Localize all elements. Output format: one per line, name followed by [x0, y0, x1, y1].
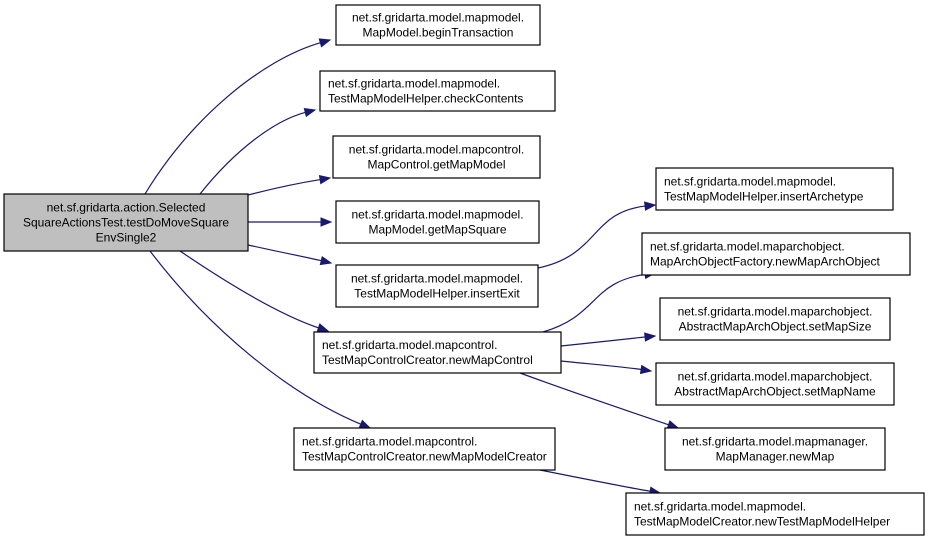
node-box[interactable] — [332, 135, 541, 179]
node-box[interactable] — [319, 70, 556, 112]
node-newTestMapModelHelper[interactable]: net.sf.gridarta.model.mapmodel.TestMapMo… — [625, 492, 925, 536]
node-label-line: net.sf.gridarta.model.mapmanager. — [682, 435, 868, 449]
node-label-line: MapManager.newMap — [716, 450, 835, 464]
edge-newMapModelCreator-to-newTestMapModelHelper — [539, 469, 662, 496]
arrow-head-icon — [320, 217, 333, 227]
node-newMapControl[interactable]: net.sf.gridarta.model.mapcontrol.TestMap… — [313, 331, 562, 374]
edge-newMapControl-to-setMapName — [560, 360, 653, 375]
edge-line — [560, 360, 643, 371]
edge-root-to-beginTransaction — [144, 38, 332, 195]
node-label-line: TestMapControlCreator.newMapModelCreator — [302, 450, 547, 464]
node-insertArchetype[interactable]: net.sf.gridarta.model.mapmodel.TestMapMo… — [655, 167, 894, 211]
edge-newMapControl-to-setMapSize — [560, 332, 657, 347]
edge-root-to-newMapControl — [179, 250, 330, 333]
node-box[interactable] — [659, 297, 891, 341]
node-label-line: TestMapModelHelper.insertExit — [354, 287, 520, 301]
node-label-line: net.sf.gridarta.model.mapmodel. — [328, 77, 500, 91]
node-box[interactable] — [293, 427, 556, 471]
arrow-head-icon — [318, 174, 332, 185]
node-label-line: MapControl.getMapModel — [367, 158, 505, 172]
node-label-line: TestMapModelHelper.insertArchetype — [664, 190, 864, 204]
node-label-line: EnvSingle2 — [96, 231, 157, 245]
edge-line — [179, 250, 320, 329]
arrow-head-icon — [318, 38, 332, 48]
node-box[interactable] — [655, 362, 895, 406]
node-label-line: AbstractMapArchObject.setMapName — [674, 385, 876, 399]
node-label-line: MapModel.beginTransaction — [363, 26, 514, 40]
edge-line — [537, 205, 647, 269]
edge-line — [149, 250, 362, 426]
edge-line — [199, 111, 307, 195]
arrow-head-icon — [644, 332, 657, 342]
edge-newMapControl-to-newMapArchObject — [542, 269, 657, 333]
node-label-line: net.sf.gridarta.model.maparchobject. — [678, 305, 873, 319]
node-newMap[interactable]: net.sf.gridarta.model.mapmanager.MapMana… — [664, 427, 886, 471]
node-getMapModel[interactable]: net.sf.gridarta.model.mapcontrol.MapCont… — [332, 135, 541, 179]
node-newMapArchObject[interactable]: net.sf.gridarta.model.maparchobject.MapA… — [641, 232, 911, 276]
arrow-head-icon — [644, 201, 657, 211]
node-label-line: net.sf.gridarta.model.mapcontrol. — [302, 435, 477, 449]
node-box[interactable] — [335, 200, 540, 244]
node-setMapName[interactable]: net.sf.gridarta.model.maparchobject.Abst… — [655, 362, 895, 406]
node-label-line: net.sf.gridarta.model.mapmodel. — [664, 175, 836, 189]
node-box[interactable] — [664, 427, 886, 471]
node-label-line: SquareActionsTest.testDoMoveSquare — [23, 216, 229, 230]
edge-line — [542, 273, 647, 333]
node-box[interactable] — [335, 4, 541, 46]
node-insertExit[interactable]: net.sf.gridarta.model.mapmodel.TestMapMo… — [335, 264, 539, 308]
node-checkContents[interactable]: net.sf.gridarta.model.mapmodel.TestMapMo… — [319, 70, 556, 112]
edge-line — [519, 372, 670, 426]
edge-root-to-checkContents — [199, 107, 317, 195]
arrow-head-icon — [639, 364, 653, 375]
nodes-layer: net.sf.gridarta.action.SelectedSquareAct… — [3, 4, 925, 536]
node-label-line: net.sf.gridarta.action.Selected — [47, 201, 206, 215]
node-label-line: net.sf.gridarta.model.mapmodel. — [351, 272, 523, 286]
edge-root-to-getMapSquare — [248, 217, 333, 227]
node-label-line: TestMapControlCreator.newMapControl — [322, 353, 533, 367]
node-newMapModelCreator[interactable]: net.sf.gridarta.model.mapcontrol.TestMap… — [293, 427, 556, 471]
edge-insertExit-to-insertArchetype — [537, 201, 657, 269]
node-getMapSquare[interactable]: net.sf.gridarta.model.mapmodel.MapModel.… — [335, 200, 540, 244]
node-label-line: MapArchObjectFactory.newMapArchObject — [650, 255, 881, 269]
node-box[interactable] — [655, 167, 894, 211]
arrow-head-icon — [303, 107, 317, 118]
node-setMapSize[interactable]: net.sf.gridarta.model.maparchobject.Abst… — [659, 297, 891, 341]
node-box[interactable] — [335, 264, 539, 308]
node-box[interactable] — [313, 331, 562, 374]
node-label-line: AbstractMapArchObject.setMapSize — [679, 320, 872, 334]
node-box[interactable] — [625, 492, 925, 536]
node-label-line: net.sf.gridarta.model.mapmodel. — [352, 11, 524, 25]
arrow-head-icon — [316, 323, 330, 333]
edge-root-to-newMapModelCreator — [149, 250, 372, 429]
arrow-head-icon — [358, 419, 372, 429]
node-label-line: net.sf.gridarta.model.mapmodel. — [351, 208, 523, 222]
edge-line — [539, 469, 652, 493]
edge-line — [247, 244, 323, 262]
edges-layer — [144, 38, 680, 496]
node-beginTransaction[interactable]: net.sf.gridarta.model.mapmodel.MapModel.… — [335, 4, 541, 46]
node-label-line: net.sf.gridarta.model.mapcontrol. — [322, 338, 497, 352]
edge-root-to-insertExit — [247, 244, 333, 266]
node-label-line: net.sf.gridarta.model.mapcontrol. — [349, 143, 524, 157]
node-label-line: net.sf.gridarta.model.mapmodel. — [634, 500, 806, 514]
edge-line — [144, 41, 322, 195]
node-label-line: TestMapModelCreator.newTestMapModelHelpe… — [634, 515, 890, 529]
node-box[interactable] — [3, 193, 249, 252]
node-root[interactable]: net.sf.gridarta.action.SelectedSquareAct… — [3, 193, 249, 252]
node-label-line: TestMapModelHelper.checkContents — [328, 92, 523, 106]
node-label-line: net.sf.gridarta.model.maparchobject. — [678, 370, 873, 384]
edge-line — [560, 336, 647, 347]
edge-root-to-getMapModel — [247, 174, 332, 196]
edge-newMapControl-to-newMap — [519, 372, 680, 430]
edge-line — [247, 178, 322, 196]
node-box[interactable] — [641, 232, 911, 276]
arrow-head-icon — [319, 255, 333, 266]
node-label-line: MapModel.getMapSquare — [368, 223, 506, 237]
node-label-line: net.sf.gridarta.model.maparchobject. — [650, 240, 845, 254]
